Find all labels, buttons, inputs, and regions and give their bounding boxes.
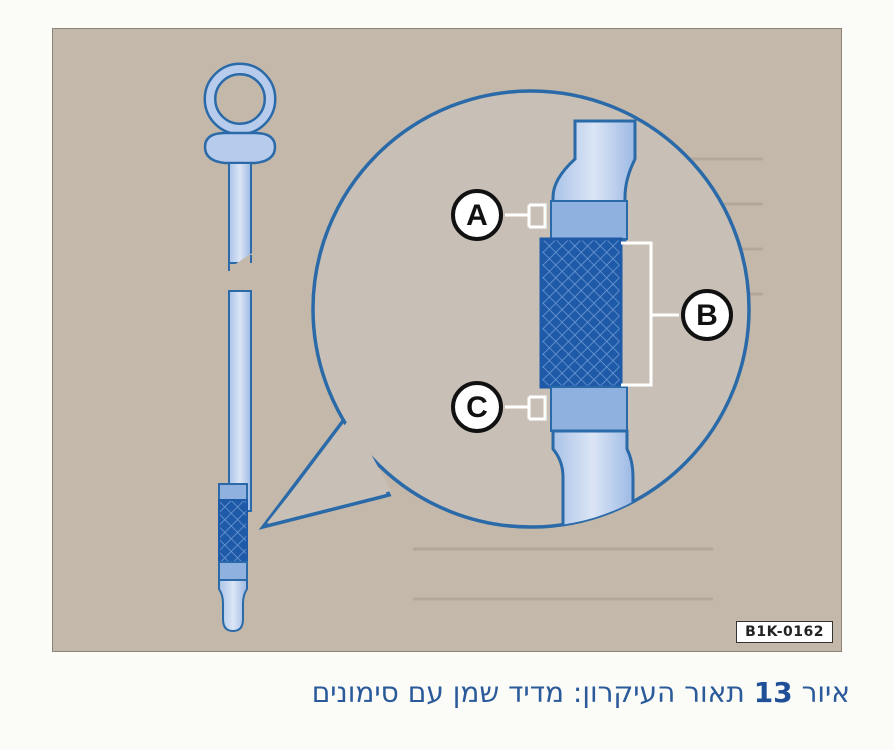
figure-panel: A B C B1K-0162 [52, 28, 842, 652]
zoom-marking-c-band [550, 386, 628, 432]
dipstick-tip [218, 579, 248, 633]
label-c-leader [505, 395, 547, 421]
zoom-marking-mesh [539, 237, 623, 389]
label-b-bracket [621, 241, 679, 387]
dipstick-cap [203, 131, 277, 165]
caption-prefix: איור [801, 676, 850, 709]
dipstick-shaft-lower [228, 290, 252, 512]
dipstick-handle-ring [203, 62, 277, 136]
label-a-leader [505, 203, 547, 229]
label-c-marker: C [451, 381, 503, 433]
label-b-text: B [696, 299, 718, 332]
label-a-marker: A [451, 189, 503, 241]
figure-caption: איור 13 תאור העיקרון: מדיד שמן עם סימוני… [150, 676, 850, 709]
figure-code-label: B1K-0162 [736, 621, 833, 643]
zoom-marking-a-band [550, 200, 628, 240]
dipstick-marking-mesh-small [218, 499, 248, 563]
label-b-marker: B [681, 289, 733, 341]
dipstick-shaft-upper [228, 162, 252, 264]
zoom-dipstick-tip [551, 429, 635, 527]
dipstick-marking-upper-band [218, 483, 248, 501]
caption-text: תאור העיקרון: מדיד שמן עם סימונים [311, 676, 745, 709]
caption-number: 13 [753, 676, 793, 709]
label-a-text: A [466, 199, 488, 232]
label-c-text: C [466, 391, 488, 424]
dipstick-marking-lower-band [218, 561, 248, 581]
